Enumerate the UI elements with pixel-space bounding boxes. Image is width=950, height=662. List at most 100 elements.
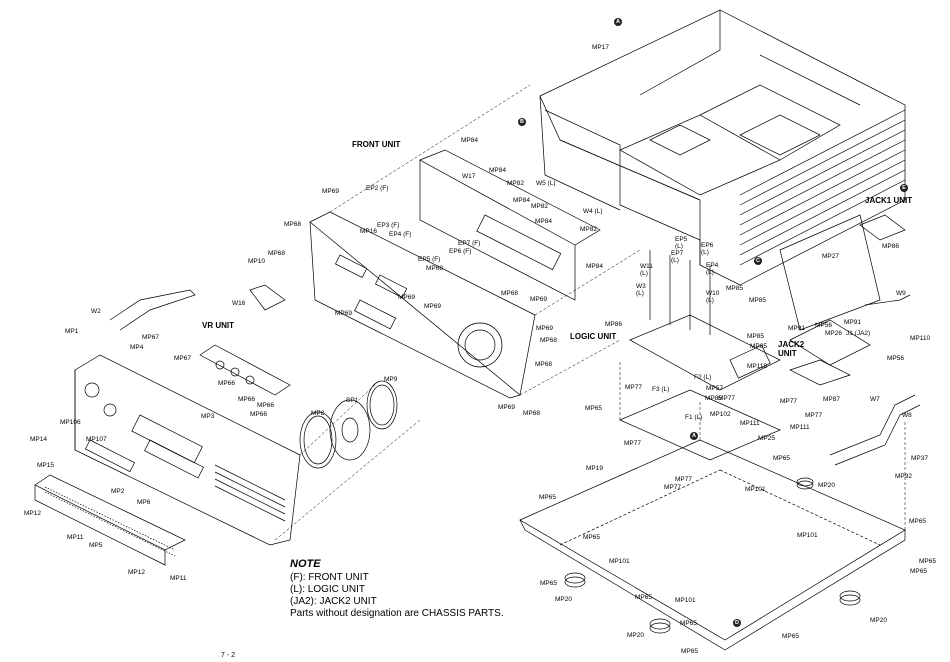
part-label-mp65l: MP65	[910, 568, 927, 575]
part-label-ep6l: EP6 (L)	[701, 242, 714, 256]
part-label-w10: W10 (L)	[706, 290, 720, 304]
part-label-mp92: MP92	[895, 473, 912, 480]
part-label-mp101d: MP101	[675, 597, 696, 604]
part-label-j1: J1 (JA2)	[846, 330, 871, 337]
part-label-mp101c: MP101	[609, 558, 630, 565]
part-label-mp65k: MP65	[919, 558, 936, 565]
part-label-mp84b: MP84	[489, 167, 506, 174]
part-label-ep6f: EP6 (F)	[449, 248, 472, 255]
part-label-mp85a: MP85	[726, 285, 743, 292]
part-label-ep4f: EP4 (F)	[389, 231, 412, 238]
part-label-mp3: MP3	[201, 413, 215, 420]
part-label-mp85c: MP85	[747, 333, 764, 340]
part-label-w8: W8	[902, 412, 912, 419]
logic-unit-board	[619, 250, 781, 461]
part-label-mp68d: MP68	[501, 290, 518, 297]
part-label-mp84c: MP84	[513, 197, 530, 204]
part-label-mp68a: MP68	[284, 221, 301, 228]
part-label-mp65b: MP65	[773, 455, 790, 462]
part-label-mp12a: MP12	[24, 510, 41, 517]
part-label-ep5f: EP5 (F)	[418, 256, 441, 263]
part-label-mp77b: MP77	[780, 398, 797, 405]
part-label-mp101b: MP101	[797, 532, 818, 539]
part-label-mp82a: MP82	[507, 180, 524, 187]
page-number: 7 - 2	[221, 652, 236, 659]
part-label-mp65j: MP65	[909, 518, 926, 525]
part-label-mp12b: MP12	[128, 569, 145, 576]
part-label-mp87: MP87	[823, 396, 840, 403]
marker-d: D	[733, 619, 741, 627]
feet	[564, 477, 861, 634]
part-label-mp25: MP25	[758, 435, 775, 442]
part-label-mp91a: MP91	[788, 325, 805, 332]
part-label-mp37: MP37	[911, 455, 928, 462]
part-label-mp86a: MP86	[605, 321, 622, 328]
part-label-mp77d: MP77	[624, 440, 641, 447]
part-label-mp69f: MP69	[536, 325, 553, 332]
part-label-mp4: MP4	[130, 344, 144, 351]
part-label-mp106: MP106	[60, 419, 81, 426]
part-label-ep7f: EP7 (F)	[458, 240, 481, 247]
front-grille	[34, 474, 186, 566]
logic-unit-label: LOGIC UNIT	[570, 332, 617, 341]
part-label-mp27: MP27	[822, 253, 839, 260]
part-label-mp77g: MP77	[718, 395, 735, 402]
part-label-mp69d: MP69	[398, 294, 415, 301]
part-label-mp85e: MP85	[705, 395, 722, 402]
part-label-mp85b: MP85	[749, 297, 766, 304]
part-label-ep4l: EP4 (L)	[706, 262, 719, 276]
jack2-unit-label-1: JACK2	[778, 340, 805, 349]
part-label-mp111b: MP111	[790, 424, 810, 431]
part-label-mp65g: MP65	[680, 620, 697, 627]
cable-w2	[109, 289, 196, 331]
note-title: NOTE	[290, 558, 321, 570]
part-label-mp19: MP19	[586, 465, 603, 472]
part-label-mp20d: MP20	[870, 617, 887, 624]
part-label-mp65f: MP65	[635, 594, 652, 601]
part-label-mp14: MP14	[30, 436, 47, 443]
part-label-mp16: MP16	[360, 228, 377, 235]
part-label-mp6: MP6	[137, 499, 151, 506]
part-label-mp15: MP15	[37, 462, 54, 469]
part-label-mp17: MP17	[592, 44, 609, 51]
part-label-mp1: MP1	[65, 328, 79, 335]
jack2-unit-label-2: UNIT	[778, 349, 797, 358]
part-label-mp68f: MP68	[535, 361, 552, 368]
note-line-chassis: Parts without designation are CHASSIS PA…	[290, 608, 504, 619]
note-line-front: (F): FRONT UNIT	[290, 572, 369, 583]
part-label-mp66c: MP66	[257, 402, 274, 409]
part-label-w7: W7	[870, 396, 880, 403]
part-label-f3: F3 (L)	[652, 386, 670, 393]
speaker-parts	[299, 380, 398, 469]
part-label-mp82b: MP82	[531, 203, 548, 210]
part-label-mp77a: MP77	[625, 384, 642, 391]
part-label-w16: W16	[232, 300, 246, 307]
part-label-mp26: MP26	[825, 330, 842, 337]
part-label-mp84a: MP84	[461, 137, 478, 144]
part-label-mp5: MP5	[89, 542, 103, 549]
part-label-mp56a: MP56	[815, 322, 832, 329]
part-label-mp2: MP2	[111, 488, 125, 495]
part-label-w5: W5 (L)	[536, 180, 556, 187]
part-label-w9: W9	[896, 290, 906, 297]
part-label-mp91b: MP91	[844, 319, 861, 326]
part-label-ep7l: EP7 (L)	[671, 250, 684, 264]
part-label-mp10: MP10	[248, 258, 265, 265]
part-label-w11: W11 (L)	[640, 263, 653, 277]
part-label-mp69b: MP69	[530, 296, 547, 303]
part-label-mp84e: MP84	[586, 263, 603, 270]
part-label-f2: F2 (L)	[694, 374, 712, 381]
part-label-mp57: MP57	[706, 385, 723, 392]
front-unit-pcb	[419, 149, 601, 301]
part-label-w17: W17	[462, 173, 476, 180]
part-label-mp11b: MP11	[170, 575, 187, 582]
part-label-w2: W2	[91, 308, 101, 315]
part-label-mp69c: MP69	[424, 303, 441, 310]
part-label-mp85d: MP85	[750, 343, 767, 350]
part-label-mp65e: MP65	[540, 580, 557, 587]
part-label-ep3: EP3 (F)	[377, 222, 400, 229]
part-label-mp9: MP9	[384, 376, 398, 383]
vr-unit-board	[199, 284, 291, 396]
part-label-mp66b: MP66	[238, 396, 255, 403]
